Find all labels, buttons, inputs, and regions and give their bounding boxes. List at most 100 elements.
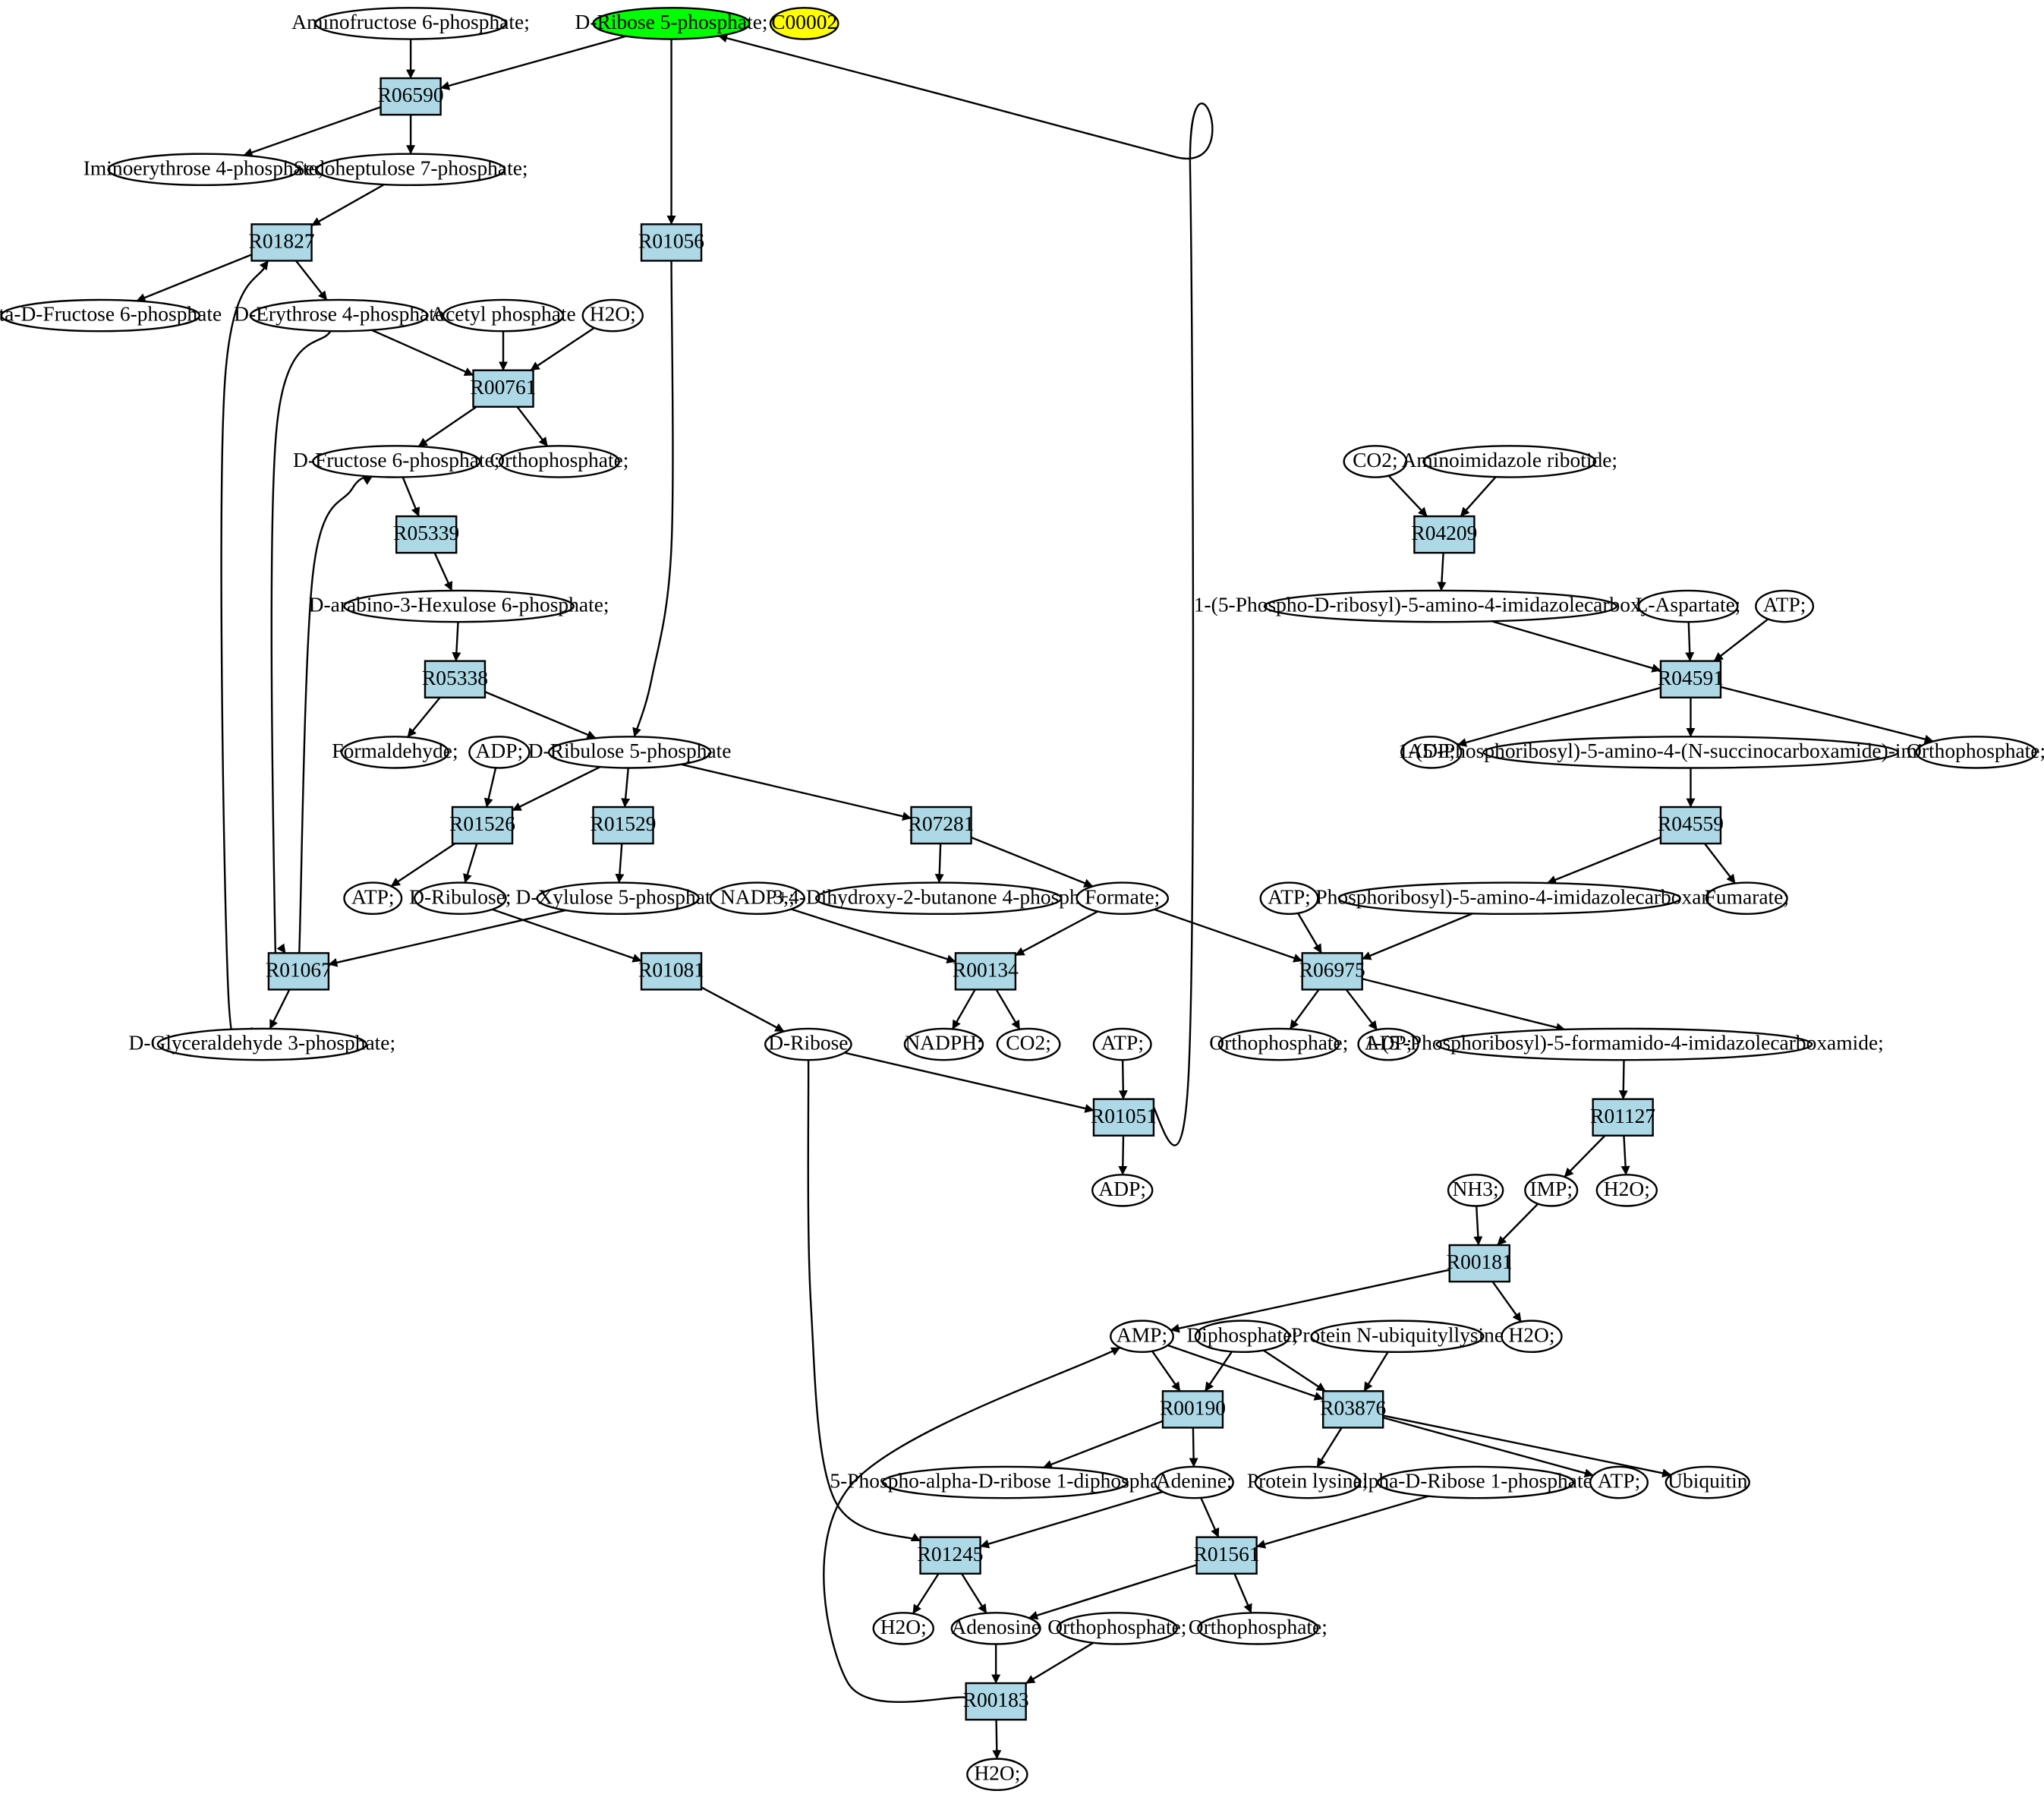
compound-node-c_ado[interactable]: Adenosine	[950, 1612, 1041, 1645]
compound-node-c_h2o_e[interactable]: H2O;	[966, 1758, 1028, 1792]
edge-r06590-to-c_imino	[243, 106, 381, 157]
compound-node-c_co2_a[interactable]: CO2;	[996, 1027, 1061, 1061]
compound-node-c_e4p[interactable]: D-Erythrose 4-phosphate	[234, 298, 444, 333]
compound-node-c_formate[interactable]: Formate;	[1076, 881, 1170, 916]
compound-node-c_nh3[interactable]: NH3;	[1447, 1174, 1504, 1207]
reaction-node-r01127[interactable]: R01127	[1590, 1098, 1655, 1137]
compound-node-c_xu5p[interactable]: D-Xylulose 5-phosphate	[515, 881, 720, 916]
compound-node-c_h2o_b[interactable]: H2O;	[1595, 1174, 1658, 1207]
reaction-node-r01827[interactable]: R01827	[249, 223, 315, 262]
compound-node-c_pi_b[interactable]: Orthophosphate;	[1907, 736, 2044, 769]
compound-node-c_imp[interactable]: IMP;	[1524, 1174, 1579, 1207]
reaction-box	[592, 806, 654, 845]
reaction-node-r01526[interactable]: R01526	[449, 806, 515, 845]
compound-node-c_atp_b[interactable]: ATP;	[1092, 1027, 1152, 1061]
compound-node-c_acp[interactable]: Acetyl phosphate	[430, 298, 576, 333]
reaction-node-r00183[interactable]: R00183	[963, 1682, 1029, 1721]
compound-node-c_plys[interactable]: Protein lysine;	[1247, 1465, 1368, 1499]
edge-c_ribose-to-r01245	[807, 1060, 921, 1542]
compound-node-c_c00002[interactable]: C00002	[769, 7, 839, 40]
edge-c_ppi-to-r00190	[1204, 1351, 1233, 1392]
compound-node-c_air[interactable]: Aminoimidazole ribotide;	[1401, 445, 1617, 478]
compound-node-c_h2o_a[interactable]: H2O;	[581, 298, 644, 333]
reaction-node-r05339[interactable]: R05339	[393, 515, 459, 554]
reaction-node-r00134[interactable]: R00134	[953, 952, 1019, 991]
reaction-node-r01561[interactable]: R01561	[1194, 1536, 1260, 1575]
compound-node-c_amp[interactable]: AMP;	[1110, 1319, 1174, 1354]
compound-node-c_form[interactable]: Formaldehyde;	[332, 736, 458, 769]
compound-node-c_asp[interactable]: L-Aspartate;	[1636, 589, 1741, 623]
compound-node-c_adp_b[interactable]: ADP;	[1091, 1174, 1154, 1207]
compound-node-c_adp_a[interactable]: ADP;	[468, 736, 531, 769]
compound-node-c_r1p[interactable]: alpha-D-Ribose 1-phosphate;	[1353, 1465, 1598, 1499]
node-label: Adenosine	[951, 1616, 1040, 1638]
edge-c_f6p-to-r05339	[402, 477, 420, 517]
compound-node-c_f6p[interactable]: D-Fructose 6-phosphate;	[293, 445, 499, 478]
reaction-node-r04591[interactable]: R04591	[1658, 660, 1724, 698]
compound-node-c_ru5p[interactable]: D-Ribulose 5-phosphate	[528, 736, 732, 769]
compound-node-c_faicar[interactable]: 1-(5'-Phosphoribosyl)-5-formamido-4-imid…	[1365, 1027, 1884, 1061]
compound-node-c_hex[interactable]: D-arabino-3-Hexulose 6-phosphate;	[309, 589, 609, 623]
compound-node-c_bf6p[interactable]: beta-D-Fructose 6-phosphate	[0, 298, 222, 333]
compound-node-c_g3p[interactable]: D-Glyceraldehyde 3-phosphate;	[129, 1027, 396, 1061]
compound-ellipse	[1194, 1319, 1290, 1354]
compound-node-c_s7p[interactable]: Sedoheptulose 7-phosphate;	[294, 153, 528, 187]
compound-node-c_r5p_top[interactable]: D-Ribose 5-phosphate;	[575, 7, 768, 40]
reaction-node-r01051[interactable]: R01051	[1091, 1098, 1157, 1137]
node-label: ADP;	[476, 739, 524, 762]
reaction-node-r03876[interactable]: R03876	[1320, 1390, 1386, 1429]
compound-node-c_co2_b[interactable]: CO2;	[1343, 445, 1408, 478]
node-label: NADPH;	[905, 1032, 982, 1055]
reaction-node-r00181[interactable]: R00181	[1447, 1244, 1513, 1283]
compound-node-c_fum[interactable]: Fumarate;	[1705, 881, 1789, 916]
compound-node-c_aminofru[interactable]: Aminofructose 6-phosphate;	[291, 7, 530, 40]
reaction-node-r01056[interactable]: R01056	[638, 223, 704, 262]
edge-r01561-to-c_ado	[1028, 1564, 1197, 1620]
edge-r04559-to-c_fum	[1703, 843, 1737, 884]
compound-node-c_pnub[interactable]: Protein N-ubiquityllysine	[1291, 1319, 1504, 1354]
edge-r05338-to-c_ru5p	[484, 691, 597, 739]
compound-node-c_pi_d[interactable]: Orthophosphate;	[1047, 1612, 1186, 1645]
reaction-node-r06590[interactable]: R06590	[378, 77, 444, 116]
compound-node-c_ppi[interactable]: Diphosphate;	[1186, 1319, 1298, 1354]
compound-node-c_ribose[interactable]: D-Ribose	[764, 1027, 852, 1061]
compound-node-c_atp_d[interactable]: ATP;	[1259, 881, 1319, 916]
compound-node-c_cair[interactable]: 1-(5-Phospho-D-ribosyl)-5-amino-4-imidaz…	[1194, 589, 1687, 623]
reaction-node-r01245[interactable]: R01245	[918, 1536, 984, 1575]
reaction-node-r04559[interactable]: R04559	[1658, 806, 1724, 845]
compound-node-c_nadp[interactable]: NADP+;	[709, 881, 805, 916]
node-label: AMP;	[1116, 1323, 1167, 1346]
reaction-node-r04209[interactable]: R04209	[1411, 515, 1477, 554]
compound-node-c_atp_e[interactable]: ATP;	[1589, 1465, 1649, 1499]
compound-node-c_h2o_c[interactable]: H2O;	[1501, 1319, 1563, 1354]
compound-node-c_adp_c[interactable]: ADP;	[1400, 736, 1463, 769]
compound-node-c_prpp[interactable]: 5-Phospho-alpha-D-ribose 1-diphosphate;	[830, 1465, 1180, 1499]
compound-node-c_dhbp[interactable]: 3,4-Dihydroxy-2-butanone 4-phosphate	[773, 881, 1104, 916]
compound-node-c_h2o_d[interactable]: H2O;	[872, 1612, 934, 1645]
reaction-node-r07281[interactable]: R07281	[909, 806, 975, 845]
compound-node-c_ade[interactable]: Adenine;	[1154, 1465, 1234, 1499]
compound-node-c_aicar[interactable]: 1-(5'-Phosphoribosyl)-5-amino-4-imidazol…	[1271, 881, 1749, 916]
compound-node-c_pi_e[interactable]: Orthophosphate;	[1189, 1612, 1327, 1645]
reaction-node-r01067[interactable]: R01067	[266, 952, 332, 991]
compound-node-c_pi_c[interactable]: Orthophosphate;	[1209, 1027, 1348, 1061]
compound-node-c_imino[interactable]: Iminoerythrose 4-phosphate;	[83, 153, 324, 187]
compound-ellipse	[468, 736, 531, 769]
node-label: D-Ribulose 5-phosphate	[528, 739, 732, 762]
compound-node-c_ubq[interactable]: Ubiquitin	[1664, 1465, 1750, 1499]
reaction-node-r01529[interactable]: R01529	[591, 806, 657, 845]
compound-node-c_rib[interactable]: D-Ribulose;	[409, 881, 511, 916]
compound-node-c_nadph[interactable]: NADPH;	[903, 1027, 984, 1061]
compound-node-c_adp_d[interactable]: ADP;	[1357, 1027, 1419, 1061]
reaction-node-r00190[interactable]: R00190	[1160, 1390, 1226, 1429]
reaction-node-r06975[interactable]: R06975	[1299, 952, 1365, 991]
reaction-node-r01081[interactable]: R01081	[638, 952, 704, 991]
compound-ellipse	[343, 881, 403, 916]
reaction-node-r00761[interactable]: R00761	[471, 369, 537, 408]
compound-ellipse	[249, 298, 429, 333]
compound-node-c_atp_c[interactable]: ATP;	[1755, 589, 1815, 623]
reaction-node-r05338[interactable]: R05338	[422, 660, 488, 698]
compound-node-c_pi_a[interactable]: Orthophosphate;	[490, 445, 628, 478]
compound-node-c_atp_a[interactable]: ATP;	[343, 881, 403, 916]
compound-node-c_saicar[interactable]: 1-(5'-Phosphoribosyl)-5-amino-4-(N-succi…	[1398, 736, 1983, 769]
